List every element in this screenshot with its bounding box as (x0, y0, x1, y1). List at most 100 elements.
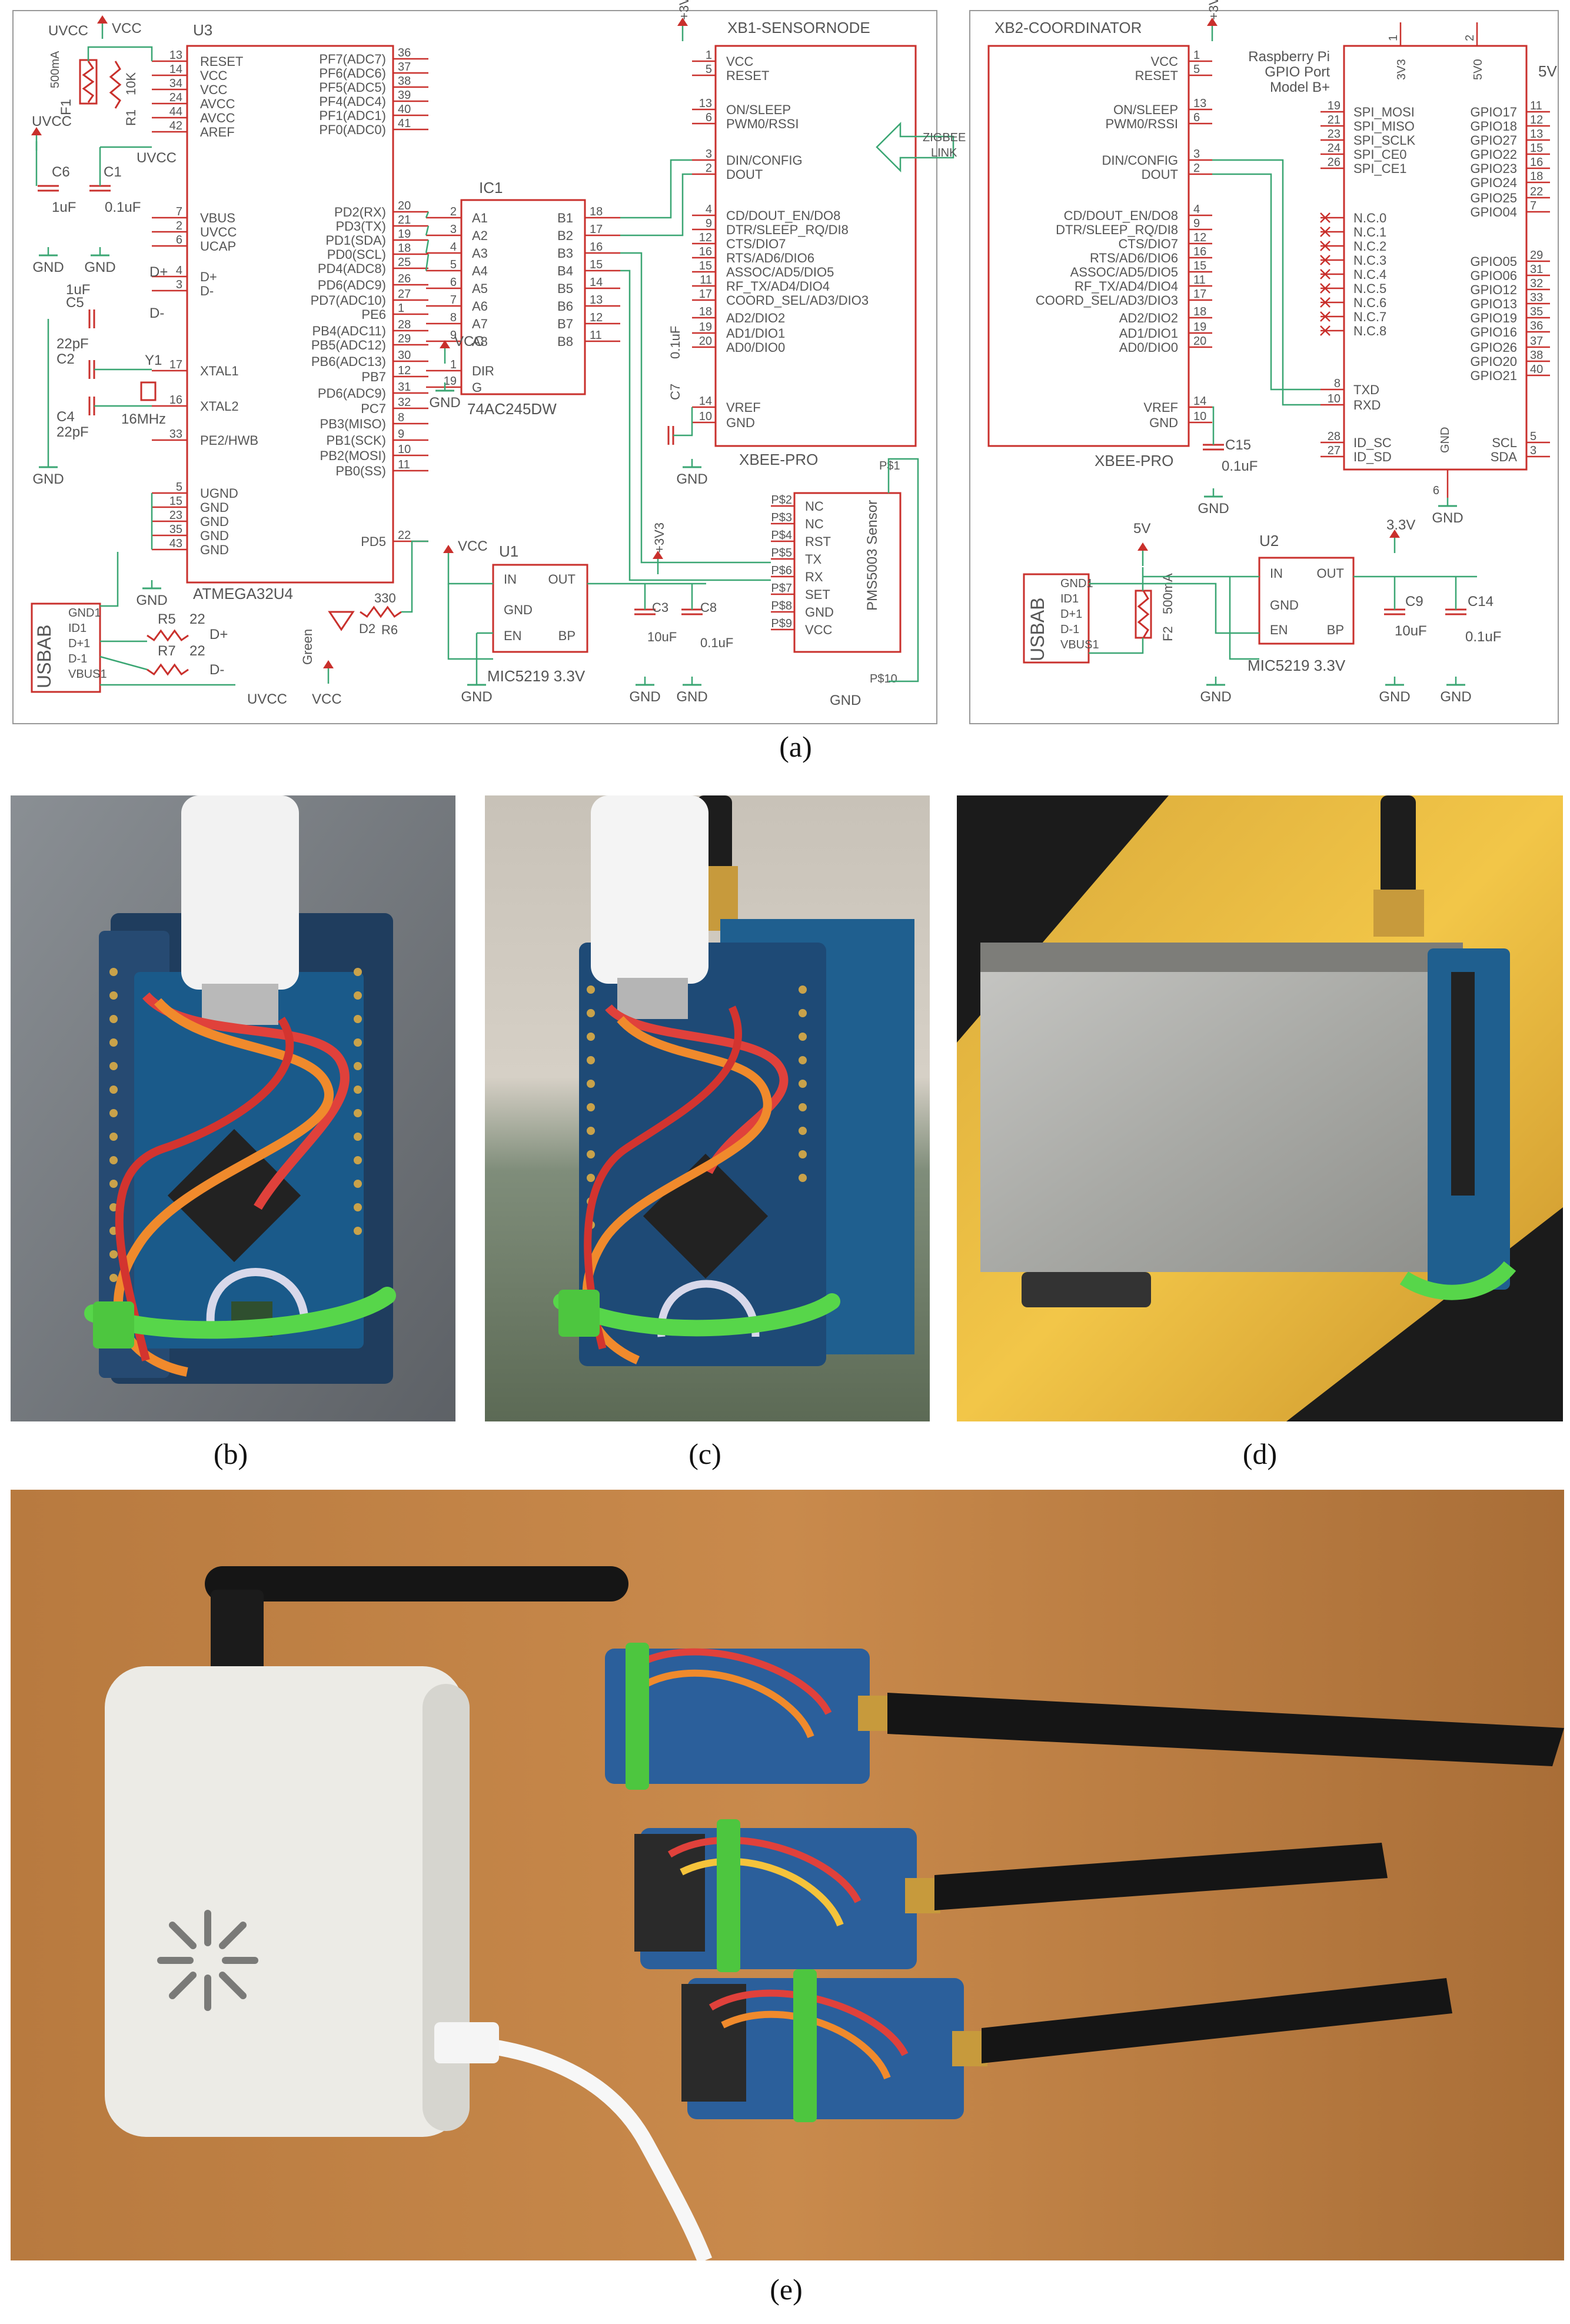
photo-system-overview (11, 1490, 1564, 2260)
u3-pin-name: PF4(ADC4) (319, 94, 386, 109)
pms-p1: P$1 (879, 460, 900, 472)
u3-pin-name: D- (200, 284, 214, 298)
rpi-pin-number: 26 (1328, 156, 1341, 169)
ic1-pin-number: 14 (590, 276, 603, 289)
v5-label: 5V (1133, 521, 1150, 537)
pms-pin-number: P$9 (771, 617, 792, 630)
u2-pin-name: IN (1270, 566, 1283, 581)
r1-resistor (109, 61, 122, 109)
xbee-pin-number: 12 (1193, 231, 1206, 244)
xbee-pin-name: RESET (1135, 68, 1178, 83)
u3-pin-number: 30 (398, 349, 411, 362)
xb1-title: XB1-SENSORNODE (727, 19, 870, 36)
no-connect-mark (1320, 241, 1330, 251)
pms-pin-name: NC (805, 499, 824, 514)
u3-pin-name: PF1(ADC1) (319, 108, 386, 123)
xbee-pin-name: COORD_SEL/AD3/DIO3 (726, 293, 869, 308)
u3-pin-number: 33 (169, 428, 182, 441)
rpi-pin-number: 23 (1328, 128, 1341, 141)
rpi-pin-name: N.C.6 (1353, 295, 1386, 310)
c14-ref: C14 (1468, 594, 1494, 610)
rpi-pin-name: N.C.8 (1353, 324, 1386, 338)
xbee-pin-number: 4 (1193, 203, 1200, 216)
xb2-xbee-body (987, 45, 1190, 447)
rpi-pin-number: 35 (1530, 305, 1543, 318)
xbee-pin-number: 11 (1193, 274, 1206, 287)
xbee-pin-number: 5 (1193, 63, 1200, 76)
wire (1089, 582, 1259, 634)
u3-pin-name: GND (200, 542, 229, 557)
usb-connector-body (31, 602, 101, 693)
ic1-pin-name: B6 (557, 299, 573, 314)
ic1-pin-name: A6 (472, 299, 488, 314)
ic1-pin-number: 9 (450, 329, 457, 342)
r5-ref: R5 (158, 611, 176, 627)
c15-ref: C15 (1225, 437, 1251, 453)
ic1-pin-number: 5 (450, 258, 457, 271)
rpi-pin-number: 5 (1530, 430, 1536, 443)
rpi-pin-name: SPI_SCLK (1353, 133, 1415, 148)
u3-pin-number: 38 (398, 75, 411, 88)
u3-pin-name: D+ (200, 269, 217, 284)
xbee-pin-number: 15 (1193, 259, 1206, 272)
ic1-pin-number: 13 (590, 294, 603, 307)
rpi-pin-number: 13 (1530, 128, 1543, 141)
rpi-pin-number: 16 (1530, 156, 1543, 169)
u3-pin-name: PB1(SCK) (327, 433, 386, 448)
rpi-pin-number: 31 (1530, 263, 1543, 276)
u3-pin-name: PB4(ADC11) (312, 324, 386, 338)
u3-pin-number: 36 (398, 46, 411, 59)
f2-fuse (1137, 590, 1150, 638)
u3-pin-number: 42 (169, 119, 182, 132)
ic1-pin-number: 12 (590, 311, 603, 324)
rpi-pin-number: 36 (1530, 319, 1543, 332)
xbee-pin-name: CD/DOUT_EN/DO8 (726, 208, 840, 223)
u3-pin-name: XTAL1 (200, 364, 239, 378)
ic1-pin-name: A4 (472, 264, 488, 278)
u3-pin-number: 40 (398, 103, 411, 116)
c9-ref: C9 (1405, 594, 1423, 610)
u3-pin-name: PF6(ADC6) (319, 66, 386, 81)
data-wire (425, 211, 430, 218)
xbee-pin-name: DIN/CONFIG (726, 153, 803, 168)
xbee-pin-name: AD0/DIO0 (1119, 340, 1178, 355)
r7-resistor (147, 663, 189, 676)
wire (1212, 406, 1215, 445)
xbee-pin-name: AD0/DIO0 (726, 340, 785, 355)
rpi-title: GPIO Port (1265, 64, 1330, 80)
xbee-pin-name: ASSOC/AD5/DIO5 (1070, 265, 1178, 279)
rpi-pin-number: 19 (1328, 99, 1341, 112)
u1-pin-name: BP (558, 628, 576, 643)
rpi-pin-name: GPIO19 (1471, 311, 1517, 325)
ground-label: GND (84, 259, 115, 275)
dplus-label: D+ (149, 264, 168, 280)
rpi-pin-name: GPIO27 (1471, 133, 1517, 148)
u3-pin-name: VCC (200, 82, 228, 97)
pms-pin-name: RX (805, 570, 823, 584)
rpi-pin-number: 28 (1328, 430, 1341, 443)
u3-pin-number: 21 (398, 214, 411, 227)
u3-pin-name: PD4(ADC8) (318, 261, 386, 276)
xbee-pin-number: 4 (706, 203, 712, 216)
wire (673, 407, 693, 437)
rpi-pin-number: 33 (1530, 291, 1543, 304)
u3-pin-name: AVCC (200, 111, 235, 125)
u3-pin-name: PB7 (361, 369, 386, 384)
xbee-pin-name: CD/DOUT_EN/DO8 (1064, 208, 1178, 223)
xbee-pin-name: COORD_SEL/AD3/DIO3 (1036, 293, 1178, 308)
c3-value: 10uF (647, 630, 677, 644)
dminus-label: D- (149, 305, 164, 321)
xbee-pin-number: 9 (706, 217, 712, 230)
usb-pin-name: VBUS1 (1060, 638, 1099, 651)
wire (1089, 638, 1144, 654)
xb2-name: XBEE-PRO (1095, 452, 1173, 470)
c15-value: 0.1uF (1222, 458, 1258, 474)
u3-pin-number: 13 (169, 49, 182, 62)
u3-pin-name: PD6(ADC9) (318, 278, 386, 292)
xbee-pin-name: VCC (726, 54, 754, 69)
xbee-pin-number: 3 (706, 148, 712, 161)
usb-pin-name: GND1 (1060, 577, 1093, 590)
rpi-pin-name: N.C.7 (1353, 309, 1386, 324)
rpi-pin-name: N.C.3 (1353, 253, 1386, 268)
power-arrow (1389, 530, 1400, 538)
